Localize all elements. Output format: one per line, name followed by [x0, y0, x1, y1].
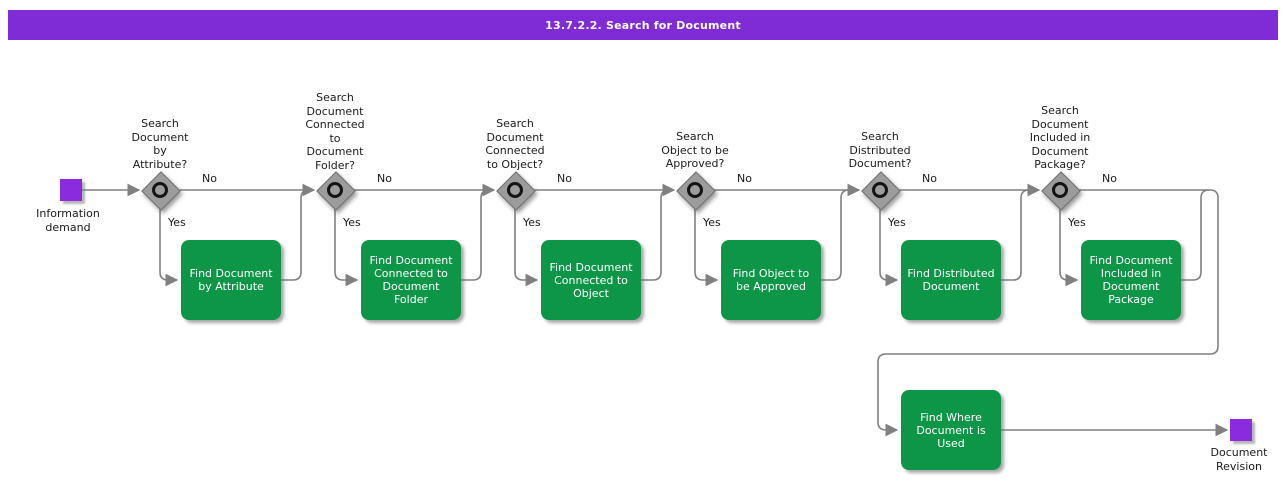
yes-branch-label: Yes: [523, 216, 541, 229]
task-node: Find Document Included in Document Packa…: [1081, 240, 1181, 320]
task-node: Find Document Connected to Object: [541, 240, 641, 320]
yes-branch-label: Yes: [888, 216, 906, 229]
decision-circle-icon: [327, 182, 343, 198]
task-label: Find Where Document is Used: [916, 410, 986, 450]
task-node: Find Document Connected to Document Fold…: [361, 240, 461, 320]
task-label: Find Document Connected to Document Fold…: [369, 254, 453, 306]
decision-circle-icon: [1052, 182, 1068, 198]
decision-node: [496, 171, 536, 211]
no-branch-label: No: [922, 172, 937, 185]
no-branch-label: No: [202, 172, 217, 185]
start-event-node: [60, 179, 82, 201]
task-label: Find Document Included in Document Packa…: [1089, 254, 1173, 306]
no-branch-label: No: [1102, 172, 1117, 185]
no-branch-label: No: [377, 172, 392, 185]
decision-node: [1041, 171, 1081, 211]
decision-question: Search Document Connected to Object?: [485, 117, 545, 171]
decision-question: Search Document Included in Document Pac…: [1029, 104, 1091, 171]
no-branch-label: No: [737, 172, 752, 185]
decision-node: [676, 171, 716, 211]
end-event-label: Document Revision: [1210, 446, 1268, 473]
task-node: Find Document by Attribute: [181, 240, 281, 320]
task-label: Find Distributed Document: [907, 267, 995, 293]
task-label: Find Document by Attribute: [189, 267, 273, 293]
task-node: Find Object to be Approved: [721, 240, 821, 320]
task-node: Find Where Document is Used: [901, 390, 1001, 470]
task-label: Find Object to be Approved: [732, 267, 810, 293]
decision-node: [141, 171, 181, 211]
start-event-label: Information demand: [36, 207, 100, 234]
task-node: Find Distributed Document: [901, 240, 1001, 320]
no-branch-label: No: [557, 172, 572, 185]
decision-circle-icon: [507, 182, 523, 198]
decision-circle-icon: [687, 182, 703, 198]
decision-question: Search Document Connected to Document Fo…: [305, 91, 365, 172]
decision-node: [861, 171, 901, 211]
diagram-title-bar: 13.7.2.2. Search for Document: [8, 10, 1278, 40]
decision-circle-icon: [872, 182, 888, 198]
yes-branch-label: Yes: [168, 216, 186, 229]
decision-node: [316, 171, 356, 211]
diagram-title: 13.7.2.2. Search for Document: [545, 18, 741, 32]
yes-branch-label: Yes: [343, 216, 361, 229]
yes-branch-label: Yes: [1068, 216, 1086, 229]
decision-circle-icon: [152, 182, 168, 198]
decision-question: Search Distributed Document?: [848, 130, 912, 170]
decision-question: Search Document by Attribute?: [131, 117, 189, 171]
yes-branch-label: Yes: [703, 216, 721, 229]
task-label: Find Document Connected to Object: [549, 260, 633, 300]
end-event-node: [1230, 419, 1252, 441]
decision-question: Search Object to be Approved?: [661, 130, 729, 170]
